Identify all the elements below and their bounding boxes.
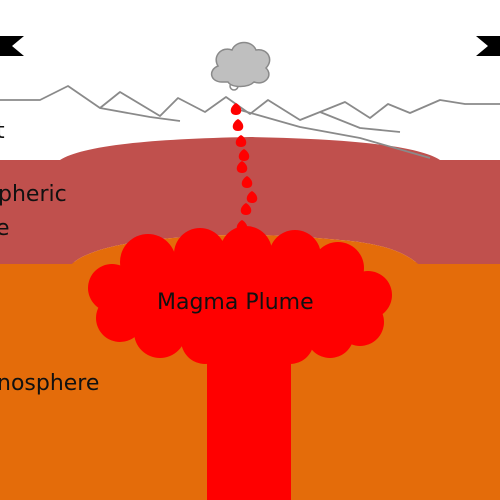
magma-droplets [230,103,258,232]
lithosphere-label-line1: pheric [0,182,67,207]
magma-plume [88,226,392,500]
lithosphere-label-line2: e [0,216,10,241]
asthenosphere-label: nosphere [0,371,100,396]
left-pointing-black-arrow-icon [0,36,24,56]
right-pointing-black-arrow-icon [476,36,500,56]
crust-label: t [0,119,5,144]
smoke-cloud-icon [210,41,271,88]
magma-plume-label: Magma Plume [157,290,314,315]
crust-mountains [0,85,500,159]
